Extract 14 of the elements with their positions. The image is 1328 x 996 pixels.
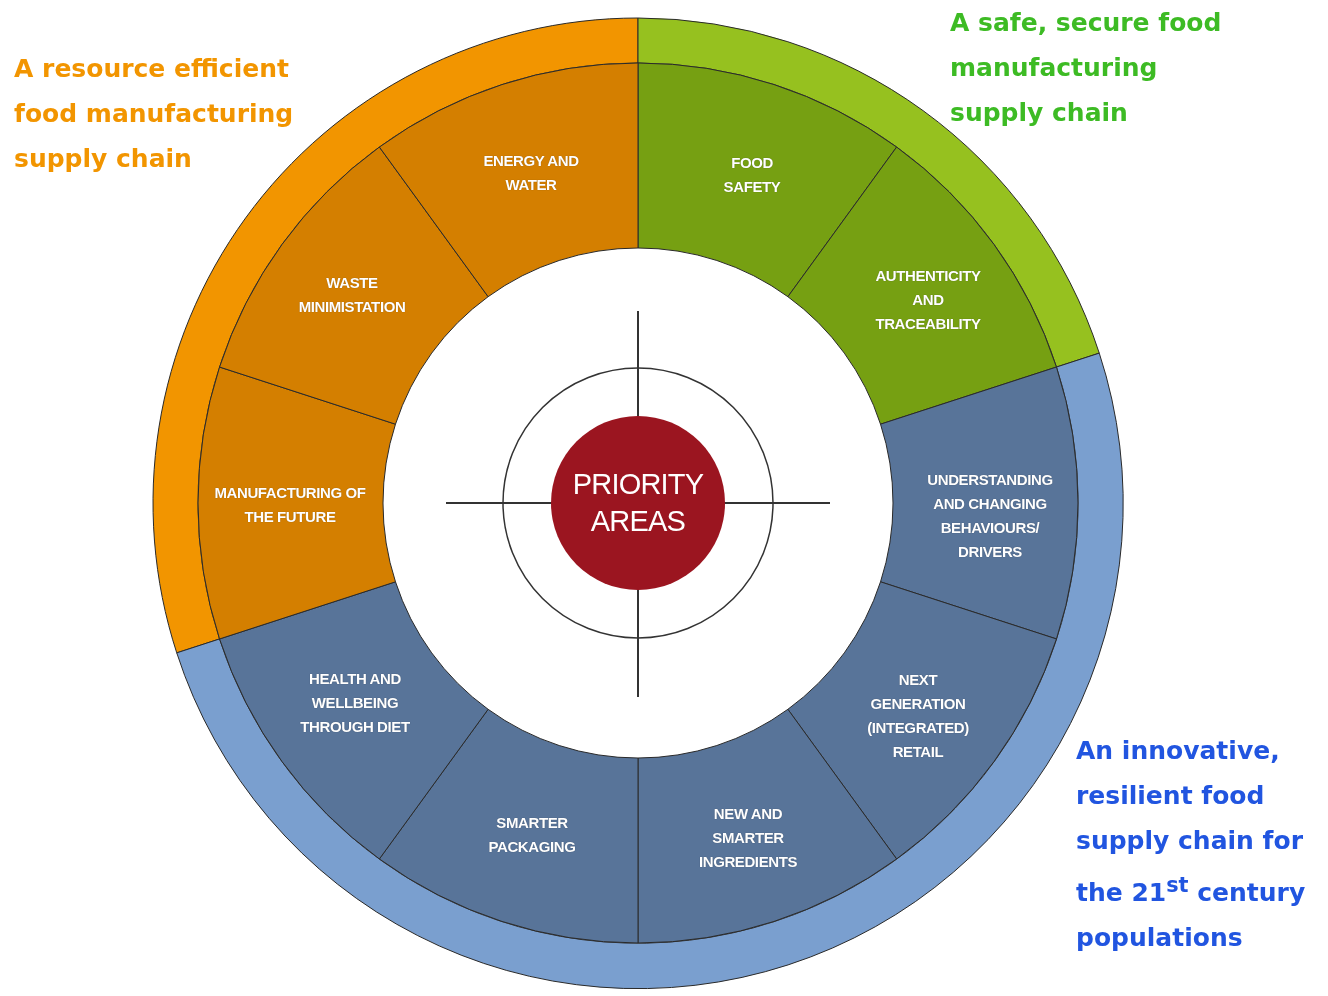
segment-label: HEALTH AND WELLBEING THROUGH DIET <box>299 669 411 737</box>
segment-label: NEXT GENERATION (INTEGRATED) RETAIL <box>866 670 970 762</box>
segment-label: WASTE MINIMISTATION <box>297 273 407 317</box>
segment-label: FOOD SAFETY <box>722 153 782 197</box>
center-label: PRIORITY AREAS <box>571 467 705 539</box>
segment-label: UNDERSTANDING AND CHANGING BEHAVIOURS/ DRIVERS <box>926 470 1054 562</box>
segment-label: AUTHENTICITY AND TRACEABILITY <box>874 266 982 334</box>
segment-label: NEW AND SMARTER INGREDIENTS <box>697 804 799 872</box>
segment-label: SMARTER PACKAGING <box>487 813 577 857</box>
section-heading: A safe, secure food manufacturing supply chain <box>950 7 1223 129</box>
segment-label: ENERGY AND WATER <box>482 151 580 195</box>
section-heading: An innovative, resilient food supply chain for the 21$^{st}$ century populations <box>1076 735 1307 955</box>
segment-label: MANUFACTURING OF THE FUTURE <box>214 483 366 527</box>
section-heading: A resource efficient food manufacturing supply chain <box>14 53 295 175</box>
